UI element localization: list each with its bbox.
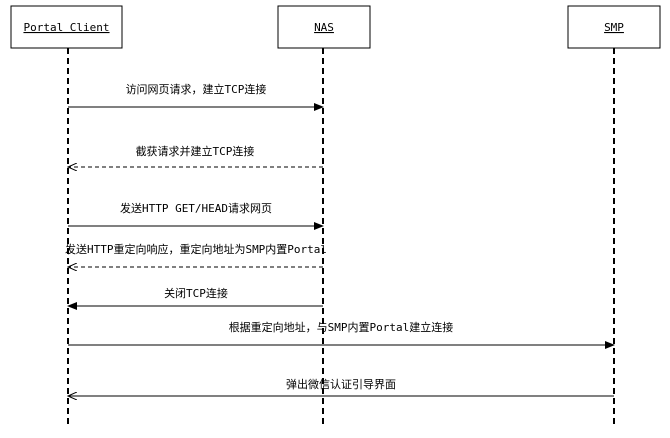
message-label: 截获请求并建立TCP连接 xyxy=(136,144,255,158)
participant-smp: SMP xyxy=(567,5,661,49)
message-label: 发送HTTP GET/HEAD请求网页 xyxy=(120,201,272,215)
message-connect-smp-portal: 根据重定向地址，与SMP内置Portal建立连接 xyxy=(68,320,615,349)
message-label: 发送HTTP重定向响应，重定向地址为SMP内置Portal xyxy=(65,242,327,256)
message-label: 关闭TCP连接 xyxy=(164,286,228,300)
message-intercept-request: 截获请求并建立TCP连接 xyxy=(68,144,323,167)
message-access-webpage: 访问网页请求，建立TCP连接 xyxy=(68,82,324,111)
participant-portal-client: Portal Client xyxy=(10,5,123,49)
message-label: 访问网页请求，建立TCP连接 xyxy=(126,82,267,96)
message-http-get-head: 发送HTTP GET/HEAD请求网页 xyxy=(68,201,324,230)
participant-label-nas: NAS xyxy=(314,21,334,34)
message-label: 弹出微信认证引导界面 xyxy=(286,377,396,391)
message-http-redirect: 发送HTTP重定向响应，重定向地址为SMP内置Portal xyxy=(65,242,327,267)
participant-label-smp: SMP xyxy=(604,21,624,34)
participant-label-portal-client: Portal Client xyxy=(23,21,109,34)
message-close-tcp: 关闭TCP连接 xyxy=(67,286,323,310)
message-wechat-auth-guide: 弹出微信认证引导界面 xyxy=(68,377,614,396)
participant-nas: NAS xyxy=(277,5,371,49)
message-label: 根据重定向地址，与SMP内置Portal建立连接 xyxy=(229,320,454,334)
